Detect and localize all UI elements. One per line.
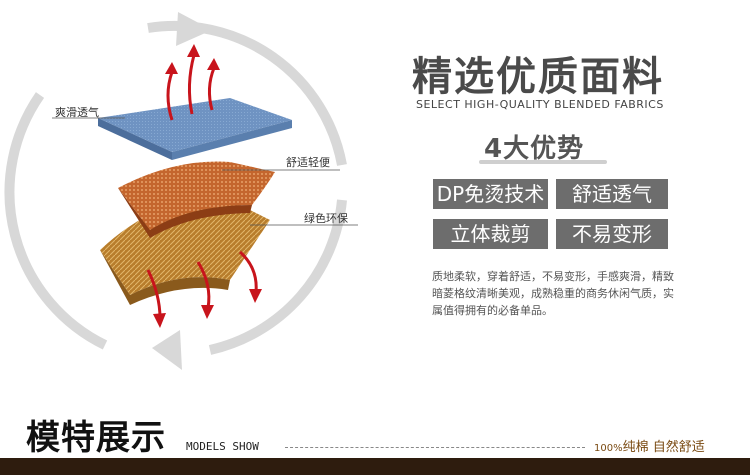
advantage-tag: 立体裁剪 <box>433 219 548 249</box>
fabric-diagram <box>4 12 358 370</box>
middle-fabric-layer <box>118 161 275 238</box>
advantage-tag: DP免烫技术 <box>433 179 548 209</box>
slogan-percent: 100% <box>594 443 623 454</box>
bottom-bar <box>0 458 750 475</box>
fabric-description: 质地柔软，穿着舒适，不易变形，手感爽滑，精致暗菱格纹清晰美观，成熟稳重的商务休闲… <box>432 270 674 317</box>
page-title: 精选优质面料 <box>412 54 664 100</box>
advantage-tag: 舒适透气 <box>556 179 668 209</box>
fabric-layers-illustration: 爽滑透气 舒适轻便 绿色环保 <box>0 0 380 400</box>
top-fabric-layer <box>98 98 292 160</box>
advantages-underline <box>479 160 607 164</box>
models-section-subtitle: MODELS SHOW <box>186 440 259 453</box>
models-section-title: 模特展示 <box>26 418 166 458</box>
advantage-tag: 不易变形 <box>556 219 668 249</box>
slogan-text: 纯棉 自然舒适 <box>622 440 705 455</box>
page-subtitle: SELECT HIGH-QUALITY BLENDED FABRICS <box>416 98 664 111</box>
section-divider <box>285 447 585 448</box>
rising-air-arrows-icon <box>166 54 216 121</box>
rising-arrow-heads-icon <box>165 44 220 74</box>
layer-label-middle: 舒适轻便 <box>286 156 330 169</box>
cotton-slogan: 100%纯棉 自然舒适 <box>594 436 705 455</box>
falling-arrow-heads-icon <box>153 289 262 328</box>
label-leader-lines <box>52 117 358 226</box>
circular-arrows-icon <box>4 12 347 370</box>
layer-label-top: 爽滑透气 <box>55 106 99 119</box>
advantages-heading: 4大优势 <box>484 134 585 164</box>
layer-label-bottom: 绿色环保 <box>304 212 348 225</box>
